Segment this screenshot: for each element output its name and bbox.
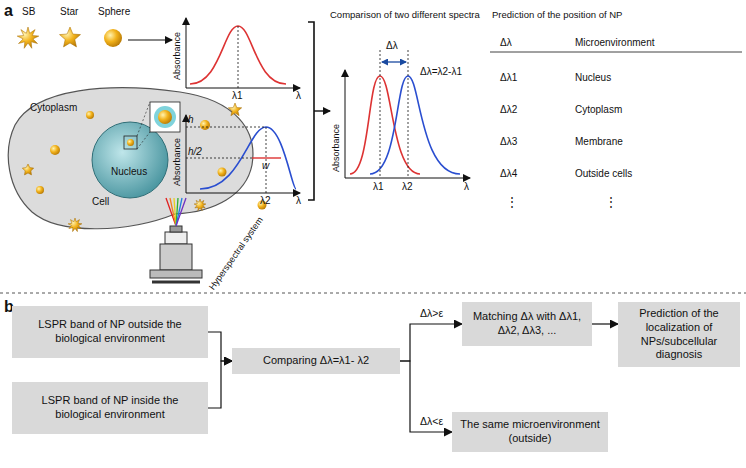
box-text: Matching Δλ with Δλ1, Δλ2, Δλ3, ... bbox=[470, 310, 584, 338]
label: λ2 bbox=[402, 181, 413, 193]
nanoparticle bbox=[22, 164, 33, 175]
label: Nucleus bbox=[575, 72, 611, 84]
label: λ bbox=[464, 181, 469, 193]
label: Nucleus bbox=[111, 166, 147, 178]
label: Absorbance bbox=[331, 124, 341, 172]
label: Star bbox=[60, 6, 78, 18]
label: Cytoplasm bbox=[575, 104, 622, 116]
label: λ1 bbox=[373, 181, 384, 193]
process-box: The same microenvironment (outside) bbox=[452, 412, 608, 452]
edge-label: Δλ<ε bbox=[418, 415, 445, 427]
label: Δλ2 bbox=[500, 104, 517, 116]
label: λ2 bbox=[260, 195, 271, 207]
process-box: Matching Δλ with Δλ1, Δλ2, Δλ3, ... bbox=[462, 302, 592, 346]
flow-arrow bbox=[400, 361, 452, 432]
label: Microenvironment bbox=[575, 37, 654, 49]
label: Hyperspectral system bbox=[207, 215, 265, 292]
label: Δλ1 bbox=[500, 72, 517, 84]
label: Comparison of two different spectra bbox=[330, 10, 480, 21]
flow-arrow bbox=[400, 324, 462, 361]
process-box: LSPR band of NP inside the biological en… bbox=[12, 382, 208, 434]
label: Membrane bbox=[575, 136, 623, 148]
process-box: Comparing Δλ=λ1- λ2 bbox=[232, 348, 400, 374]
label: Δλ3 bbox=[500, 136, 517, 148]
label: λ bbox=[296, 90, 301, 102]
label: h/2 bbox=[188, 146, 202, 158]
label: λ1 bbox=[232, 90, 243, 102]
flow-arrow bbox=[592, 323, 618, 324]
box-text: Prediction of the localization of NPs/su… bbox=[626, 307, 732, 362]
label: Cell bbox=[92, 196, 109, 208]
edge-label: Δλ>ε bbox=[418, 307, 445, 319]
label: Sphere bbox=[98, 6, 130, 18]
label: Δλ4 bbox=[500, 168, 517, 180]
label: w bbox=[262, 160, 269, 172]
nanoparticle bbox=[228, 103, 241, 116]
box-text: Comparing Δλ=λ1- λ2 bbox=[263, 354, 369, 368]
label: Δλ=λ2-λ1 bbox=[420, 66, 462, 78]
label: Absorbance bbox=[172, 32, 182, 80]
flow-arrow bbox=[208, 332, 232, 361]
label: Prediction of the position of NP bbox=[492, 10, 622, 21]
inset-large bbox=[150, 102, 180, 132]
label: Outside cells bbox=[575, 168, 632, 180]
label: SB bbox=[22, 6, 35, 18]
microscope bbox=[150, 226, 202, 282]
flow-arrow bbox=[208, 361, 232, 408]
process-box: Prediction of the localization of NPs/su… bbox=[618, 302, 740, 367]
label: Cytoplasm bbox=[30, 102, 77, 114]
label: ⋮ bbox=[605, 196, 617, 210]
inset-small bbox=[124, 136, 137, 149]
label: Δλ bbox=[386, 40, 398, 52]
nanoparticle bbox=[194, 199, 206, 211]
label: Absorbance bbox=[172, 138, 182, 186]
label: λ bbox=[296, 195, 301, 207]
label: Δλ bbox=[500, 37, 512, 49]
nucleus bbox=[92, 122, 168, 198]
nanoparticle bbox=[17, 27, 39, 48]
cell-outline bbox=[8, 88, 253, 229]
box-text: LSPR band of NP inside the biological en… bbox=[20, 394, 200, 422]
box-text: The same microenvironment (outside) bbox=[460, 418, 600, 446]
label: ⋮ bbox=[506, 196, 518, 210]
box-text: LSPR band of NP outside the biological e… bbox=[20, 318, 200, 346]
process-box: LSPR band of NP outside the biological e… bbox=[12, 306, 208, 358]
nanoparticle bbox=[68, 218, 82, 232]
nanoparticle bbox=[60, 27, 81, 47]
label: h bbox=[188, 114, 194, 126]
label: a bbox=[4, 2, 13, 20]
